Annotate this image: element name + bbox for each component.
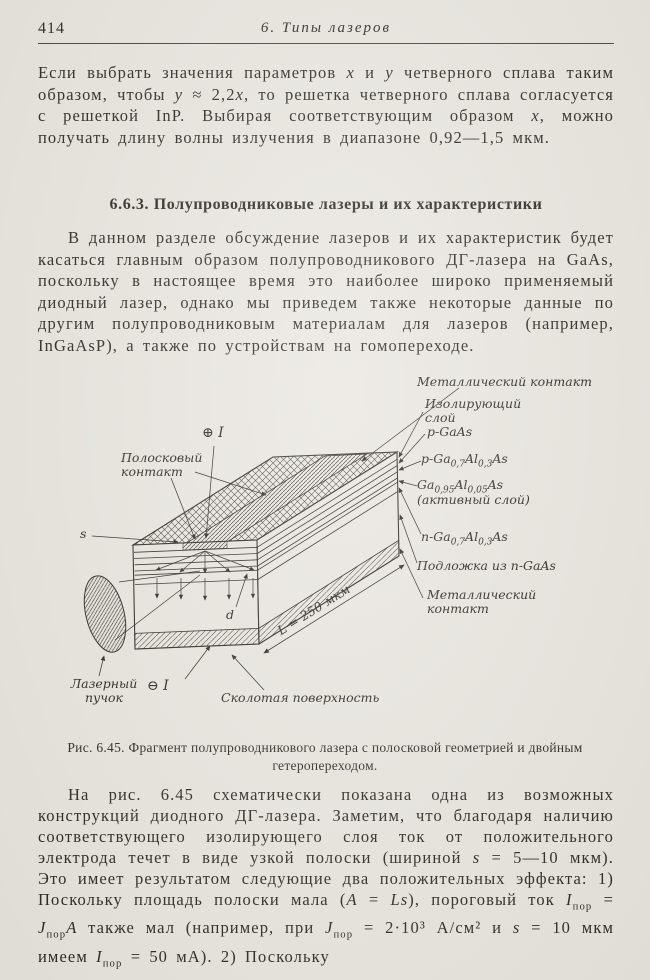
layer-lines — [133, 458, 399, 585]
section-heading: 6.6.3. Полупроводниковые лазеры и их хар… — [109, 196, 543, 213]
beam-ellipse — [83, 575, 127, 653]
minus-terminal-symbol: ⊖ I — [147, 678, 169, 694]
label-stripe-width-s: s — [80, 526, 87, 541]
label-insulating-layer: Изолирующий слой — [425, 396, 522, 425]
label-laser-beam: Лазерный пучок — [70, 676, 138, 705]
paragraph-discussion: На рис. 6.45 схематически показана одна … — [38, 785, 614, 969]
page-header: 414 6. Типы лазеров — [38, 20, 614, 40]
label-active-layer-note: (активный слой) — [417, 492, 530, 507]
label-cleaved-surface: Сколотая поверхность — [221, 690, 380, 705]
label-stripe-contact: Полосковый контакт — [121, 450, 203, 479]
paragraph-overview: В данном разделе обсуждение лазеров и их… — [38, 228, 614, 355]
paragraph-intro: Если выбрать значения параметров x и y ч… — [38, 63, 614, 147]
header-rule — [38, 43, 614, 44]
annotation-arrows — [91, 387, 460, 691]
figure-6-45: Металлический контакт Изолирующий слой p… — [35, 372, 615, 734]
label-active-thickness-d: d — [226, 607, 235, 622]
current-flow-arrows — [154, 550, 256, 601]
length-dimension-line — [263, 564, 405, 654]
laser-structure-diagram — [83, 387, 460, 691]
label-n-algaas: n-Ga0,7Al0,3As — [421, 529, 508, 548]
label-substrate: Подложка из n-GaAs — [417, 558, 556, 573]
running-title: 6. Типы лазеров — [260, 20, 392, 36]
label-active-layer-formula: Ga0,95Al0,05As — [417, 477, 504, 496]
label-bottom-metal-contact: Металлический контакт — [427, 587, 537, 616]
label-p-gaas: p-GaAs — [427, 424, 473, 439]
stripe-cross-section — [182, 540, 228, 551]
label-top-metal-contact: Металлический контакт — [417, 374, 593, 389]
plus-terminal-symbol: ⊕ I — [202, 425, 224, 441]
label-p-algaas: p-Ga0,7Al0,3As — [421, 451, 508, 470]
page-number: 414 — [38, 20, 65, 37]
figure-caption: Рис. 6.45. Фрагмент полупроводникового л… — [67, 740, 583, 773]
laser-beam-spot — [83, 570, 201, 653]
